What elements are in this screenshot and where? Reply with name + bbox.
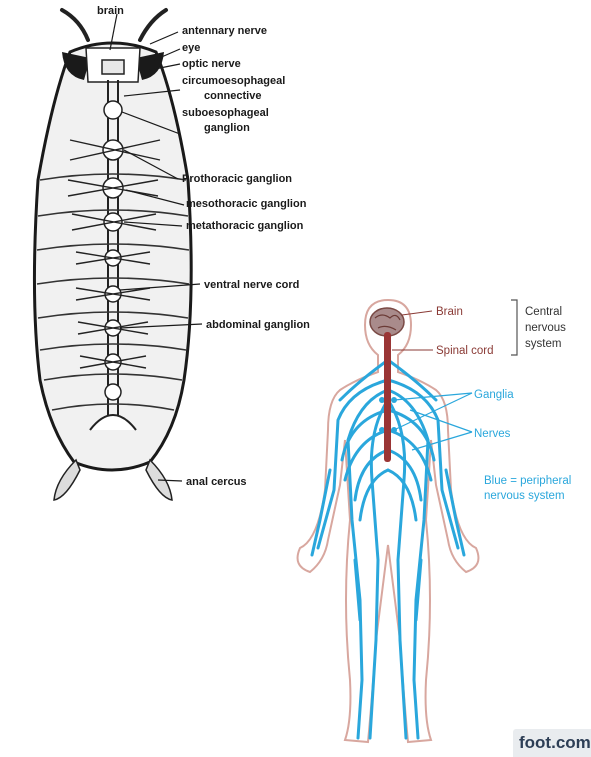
human-nervous-system-diagram: Brain Spinal cord Central nervous system… [298, 300, 572, 742]
insect-label-circumoesophageal: circumoesophageal [182, 75, 285, 87]
insect-label-ventral-nerve-cord: ventral nerve cord [204, 279, 299, 291]
brain-shape [370, 308, 404, 336]
human-label-spinal-cord: Spinal cord [436, 345, 494, 357]
insect-label-antennary-nerve: antennary nerve [182, 25, 267, 37]
human-label-nerves: Nerves [474, 428, 511, 440]
watermark-text: foot.com [519, 733, 591, 753]
insect-label-connective: connective [204, 90, 261, 102]
insect-label-suboesophageal: suboesophageal [182, 107, 269, 119]
watermark-badge: foot.com [513, 729, 591, 757]
human-label-brain: Brain [436, 306, 463, 318]
insect-label-prothoracic-ganglion: Prothoracic ganglion [182, 173, 292, 185]
human-label-blue-peripheral: Blue = peripheral [484, 475, 571, 487]
human-label-ganglia: Ganglia [474, 389, 514, 401]
insect-label-ganglion: ganglion [204, 122, 250, 134]
insect-nervous-system-diagram: brain antennary nerve eye optic nerve ci… [34, 5, 310, 500]
insect-label-optic-nerve: optic nerve [182, 58, 241, 70]
insect-label-brain: brain [97, 5, 124, 17]
insect-label-mesothoracic-ganglion: mesothoracic ganglion [186, 198, 307, 210]
spinal-cord-shape [384, 332, 391, 462]
insect-label-anal-cercus: anal cercus [186, 476, 247, 488]
human-label-system: system [525, 338, 561, 350]
human-label-central: Central [525, 306, 562, 318]
human-label-nervous-system: nervous system [484, 490, 565, 502]
insect-label-eye: eye [182, 42, 200, 54]
insect-label-metathoracic-ganglion: metathoracic ganglion [186, 220, 304, 232]
human-label-nervous: nervous [525, 322, 566, 334]
insect-label-abdominal-ganglion: abdominal ganglion [206, 319, 310, 331]
